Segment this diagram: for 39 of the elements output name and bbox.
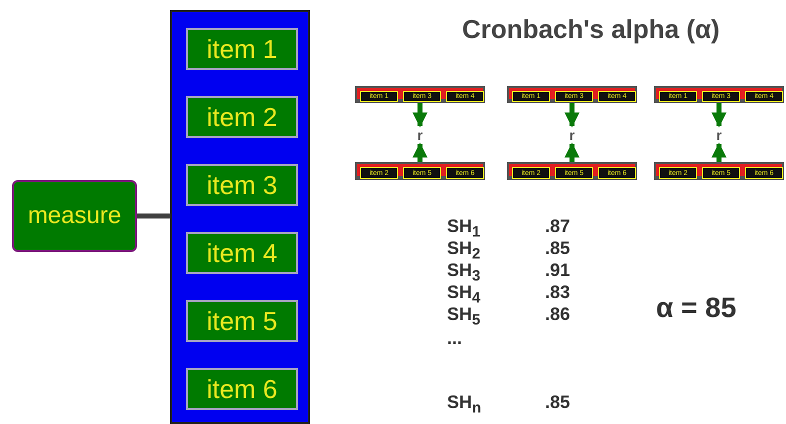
reliability-value: .86	[545, 304, 570, 325]
correlation-label: r	[565, 126, 579, 144]
item-panel	[170, 10, 310, 424]
split-half-bar	[654, 162, 784, 180]
connector-line	[137, 214, 170, 218]
reliability-value: .85	[545, 238, 570, 259]
arrow	[564, 103, 580, 128]
split-half-label: SH$_{n}$	[447, 392, 482, 417]
correlation-label: r	[413, 126, 427, 144]
item-box: item 4	[186, 232, 298, 274]
split-half-label: SH$_{1}$	[447, 216, 480, 241]
ellipsis: ...	[447, 328, 462, 349]
correlation-label: r	[712, 126, 726, 144]
item-box: item 2	[186, 96, 298, 138]
arrow	[412, 103, 428, 128]
split-half-label: SH$_{5}$	[447, 304, 480, 329]
arrow	[712, 103, 726, 128]
split-half-label: SH$_{4}$	[447, 282, 480, 307]
alpha-result: α = 85	[656, 292, 736, 324]
split-half-label: SH$_{2}$	[447, 238, 480, 263]
item-box: item 3	[186, 164, 298, 206]
arrow	[412, 142, 428, 162]
split-half-bar	[355, 86, 485, 103]
item-box: item 5	[186, 300, 298, 342]
item-box: item 6	[186, 368, 298, 410]
reliability-value: .91	[545, 260, 570, 281]
split-half-bar	[355, 162, 485, 180]
reliability-value: .83	[545, 282, 570, 303]
reliability-value: .85	[545, 392, 570, 413]
split-half-bar	[654, 86, 784, 103]
diagram-title: Cronbach's alpha (α)	[462, 14, 720, 45]
split-half-label: SH$_{3}$	[447, 260, 480, 285]
split-half-bar	[507, 86, 637, 103]
measure-box: measure	[12, 180, 137, 252]
arrow	[564, 142, 580, 162]
item-box: item 1	[186, 28, 298, 70]
arrow	[712, 142, 726, 162]
reliability-value: .87	[545, 216, 570, 237]
split-half-bar	[507, 162, 637, 180]
